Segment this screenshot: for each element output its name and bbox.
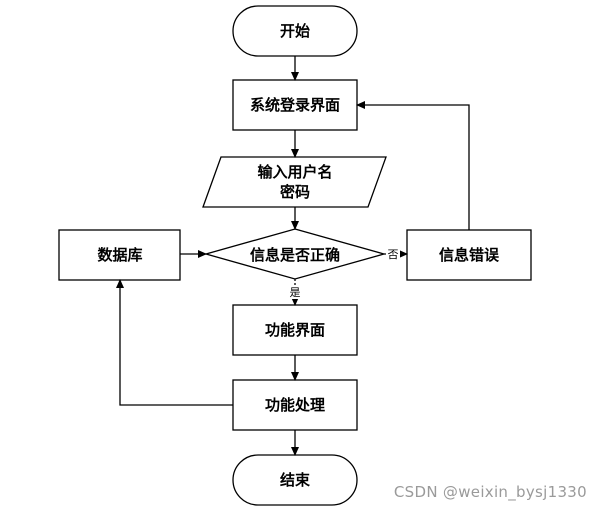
svg-text:数据库: 数据库 <box>97 246 142 264</box>
decision-node: 信息是否正确 <box>203 228 387 280</box>
arrow-processing-to-database <box>116 279 233 406</box>
start-node: 开始 <box>232 5 358 57</box>
svg-text:信息错误: 信息错误 <box>439 246 500 264</box>
svg-text:功能界面: 功能界面 <box>265 321 325 339</box>
input-credentials-node: 输入用户名 密码 <box>202 156 387 208</box>
arrow-error-to-login <box>356 101 470 230</box>
edge-label-yes: 是 <box>290 286 301 299</box>
yes-label-bg <box>288 285 302 299</box>
svg-text:功能处理: 功能处理 <box>265 396 325 414</box>
database-node: 数据库 <box>58 229 181 281</box>
end-node: 结束 <box>232 454 358 506</box>
svg-text:结束: 结束 <box>280 471 311 489</box>
no-label-bg <box>386 247 400 261</box>
svg-text:开始: 开始 <box>280 22 310 40</box>
svg-text:输入用户名: 输入用户名 <box>257 163 332 181</box>
function-processing-node: 功能处理 <box>232 379 358 431</box>
function-ui-node: 功能界面 <box>232 304 358 356</box>
error-node: 信息错误 <box>406 229 532 281</box>
edge-label-no: 否 <box>388 248 399 261</box>
svg-text:密码: 密码 <box>280 183 310 201</box>
svg-text:信息是否正确: 信息是否正确 <box>250 246 340 264</box>
login-screen-node: 系统登录界面 <box>232 79 358 131</box>
svg-text:系统登录界面: 系统登录界面 <box>250 96 340 114</box>
watermark: CSDN @weixin_bysj1330 <box>393 483 587 501</box>
